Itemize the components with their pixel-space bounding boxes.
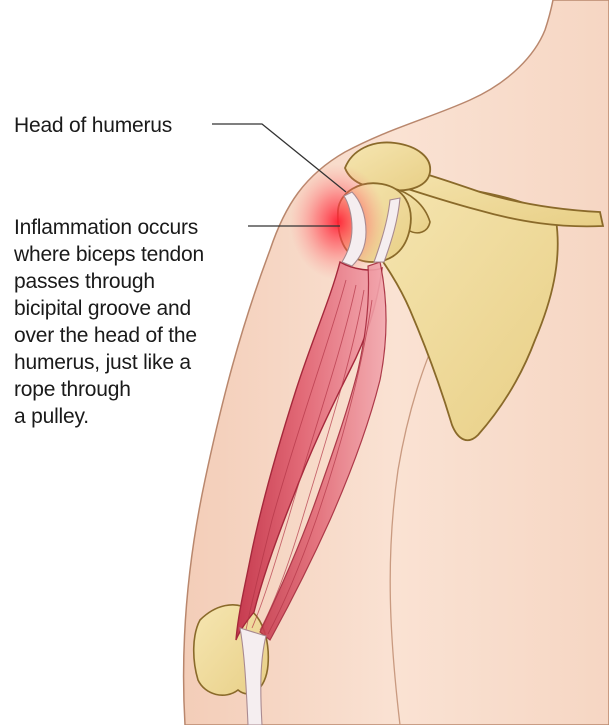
head-of-humerus-label: Head of humerus	[14, 112, 172, 139]
inflammation-caption-line: passes through	[14, 268, 274, 295]
inflammation-caption-line: over the head of the	[14, 322, 274, 349]
inflammation-caption-line: Inflammation occurs	[14, 214, 274, 241]
inflammation-caption-line: a pulley.	[14, 403, 274, 430]
inflammation-glow	[290, 164, 386, 280]
inflammation-caption: Inflammation occurs where biceps tendon …	[14, 214, 274, 430]
inflammation-caption-line: humerus, just like a	[14, 349, 274, 376]
inflammation-caption-line: where biceps tendon	[14, 241, 274, 268]
inflammation-caption-line: rope through	[14, 376, 274, 403]
inflammation-caption-line: bicipital groove and	[14, 295, 274, 322]
